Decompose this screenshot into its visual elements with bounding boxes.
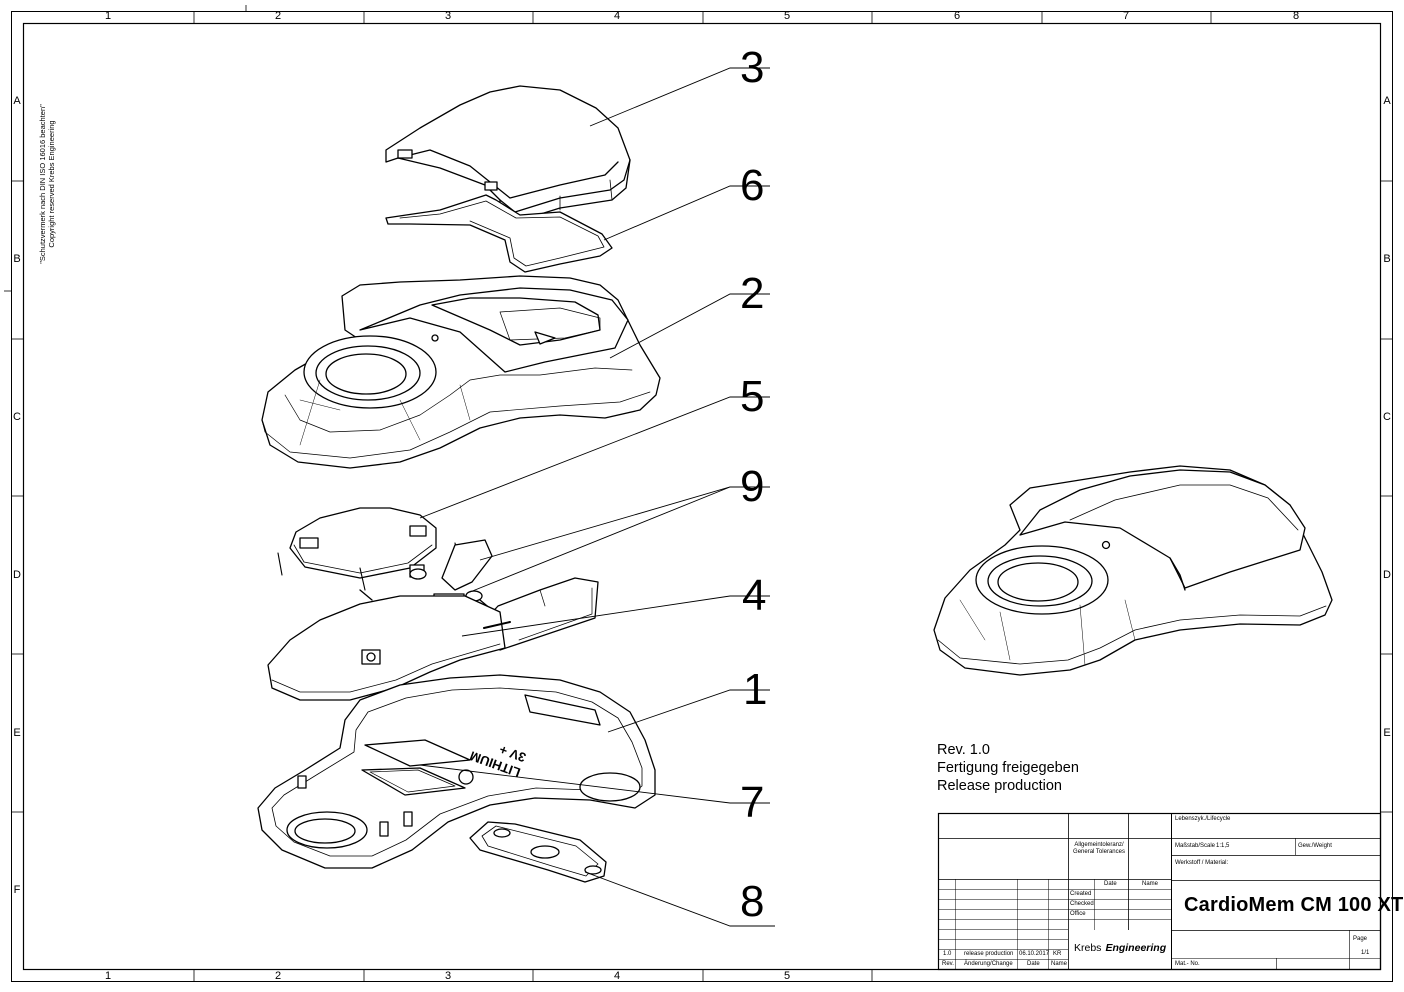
column-label: 3 <box>444 970 452 982</box>
copyright-line: Copyright reserved Krebs Engineering <box>47 120 56 248</box>
tolerances-label: Allgemeintoleranz/ General Tolerances <box>1072 842 1126 856</box>
leader-lines <box>419 67 775 927</box>
date-header: Date <box>1104 881 1117 887</box>
part-3-lid <box>385 85 631 223</box>
row-label: E <box>1383 727 1391 739</box>
callout-number: 8 <box>740 877 765 926</box>
callout-number: 3 <box>740 43 765 92</box>
scale-value: 1:1,5 <box>1216 843 1230 849</box>
name-header-row: Name <box>1051 961 1068 967</box>
weight-label: Gew./Weight <box>1298 843 1332 849</box>
rev-cell: 1.0 <box>943 951 952 957</box>
callout-number: 6 <box>740 161 765 210</box>
rev-header: Rev. <box>942 961 954 967</box>
created-label: Created <box>1070 891 1092 897</box>
page-label: Page <box>1353 936 1368 942</box>
column-label: 5 <box>783 970 791 982</box>
name-cell: KR <box>1053 951 1062 957</box>
part-8-battery-lid <box>469 821 607 883</box>
title-block-grid <box>937 812 1382 971</box>
scale-label: Maßstab/Scale <box>1175 843 1216 849</box>
column-label: 4 <box>613 10 621 22</box>
callout-number: 9 <box>740 462 765 511</box>
part-4-pcb <box>267 577 599 701</box>
part-1-base: LITHIUM 3V + <box>257 674 656 869</box>
tolerances-line: Allgemeintoleranz/ <box>1074 842 1124 848</box>
callout-number: 2 <box>740 269 765 318</box>
column-label: 2 <box>274 10 282 22</box>
column-label: 2 <box>274 970 282 982</box>
callout-number: 7 <box>740 778 765 827</box>
column-label: 5 <box>783 10 791 22</box>
column-label: 6 <box>953 10 961 22</box>
row-label: C <box>1383 411 1391 423</box>
material-label: Werkstoff / Material: <box>1175 860 1229 866</box>
part-6-gasket <box>385 194 613 273</box>
callout-number: 1 <box>743 665 768 714</box>
row-label: B <box>13 253 21 265</box>
change-cell: release production <box>964 951 1014 957</box>
office-label: Office <box>1070 911 1086 917</box>
column-label: 4 <box>613 970 621 982</box>
checked-label: Checked <box>1070 901 1094 907</box>
company-first: Krebs <box>1074 942 1102 954</box>
revision-line: Rev. 1.0 <box>937 742 990 758</box>
revision-line: Release production <box>937 778 1062 794</box>
date-header-row: Date <box>1027 961 1040 967</box>
row-label: E <box>13 727 21 739</box>
column-label: 3 <box>444 10 452 22</box>
lifecycle-label: Lebenszyk./Lifecycle <box>1175 816 1231 822</box>
row-label: F <box>13 884 21 896</box>
revision-note: Rev. 1.0 Fertigung freigegeben Release p… <box>937 741 1079 795</box>
revision-line: Fertigung freigegeben <box>937 760 1079 776</box>
name-header: Name <box>1142 881 1159 887</box>
assembled-view <box>933 465 1333 676</box>
copyright-note: "Schutzvermerk nach DIN ISO 16016 beacht… <box>38 89 56 279</box>
column-label: 1 <box>104 970 112 982</box>
part-5-shield <box>277 507 463 591</box>
tolerances-line: General Tolerances <box>1073 849 1125 855</box>
row-label: A <box>1383 95 1391 107</box>
callout-number: 5 <box>740 372 765 421</box>
company-second: Engineering <box>1105 942 1167 954</box>
mat-no-label: Mat.- No. <box>1175 961 1200 967</box>
column-label: 1 <box>104 10 112 22</box>
product-title: CardioMem CM 100 XT <box>1184 894 1404 916</box>
part-2-housing-top <box>261 275 661 469</box>
row-label: B <box>1383 253 1391 265</box>
row-label: C <box>13 411 21 423</box>
row-label: D <box>13 569 21 581</box>
column-label: 8 <box>1292 10 1300 22</box>
date-cell: 06.10.2017 <box>1019 951 1050 957</box>
change-header: Änderung/Change <box>964 961 1013 967</box>
page-value: 1/1 <box>1361 950 1370 956</box>
row-label: A <box>13 95 21 107</box>
row-label: D <box>1383 569 1391 581</box>
copyright-line: "Schutzvermerk nach DIN ISO 16016 beacht… <box>38 104 47 264</box>
callout-number: 4 <box>742 571 767 620</box>
column-label: 7 <box>1122 10 1130 22</box>
